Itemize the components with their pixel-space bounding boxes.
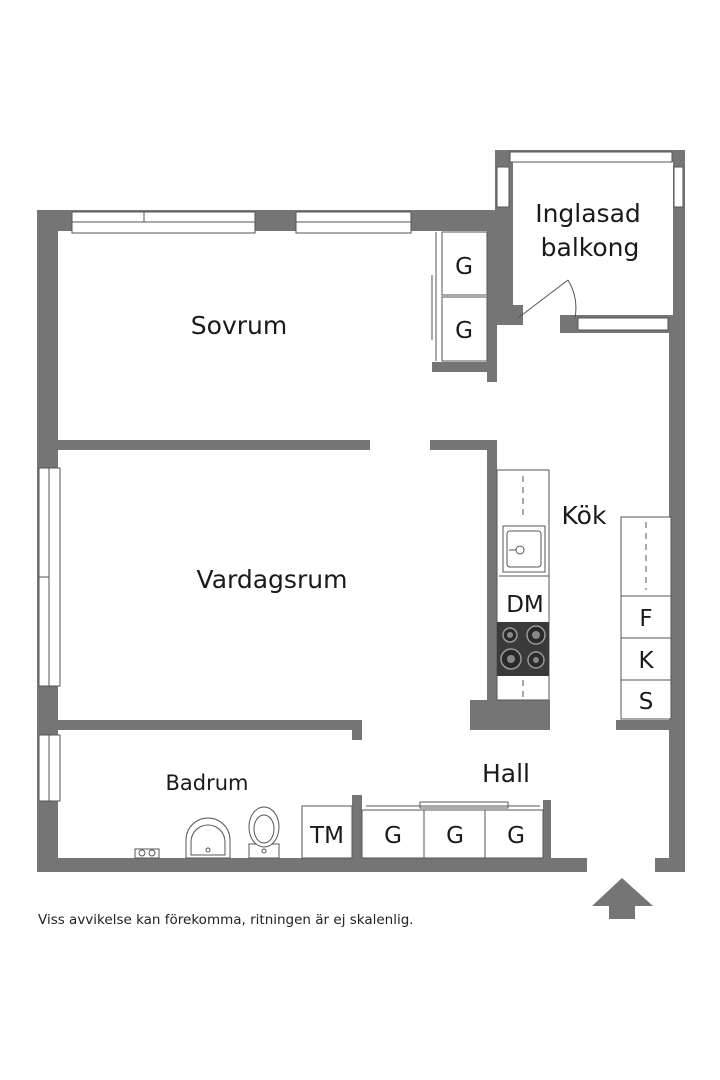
stove-cabinet-label: S xyxy=(639,689,654,715)
windows xyxy=(38,151,684,802)
balcony-door xyxy=(517,279,577,319)
kitchen-label: Kök xyxy=(562,501,607,530)
kitchen-appliances: F K S xyxy=(620,516,672,720)
washing-machine-label: TM xyxy=(309,823,344,849)
living-room-label: Vardagsrum xyxy=(197,565,348,594)
bathroom-label: Badrum xyxy=(165,771,248,795)
dishwasher-label: DM xyxy=(506,592,544,618)
kitchen-counter: DM xyxy=(496,469,550,701)
bedroom-wardrobes: G G xyxy=(431,231,488,362)
freezer-label: F xyxy=(639,606,652,632)
fridge-label: K xyxy=(638,648,654,674)
entrance-arrow-icon xyxy=(592,878,653,919)
bathroom-fixtures: TM xyxy=(134,805,353,859)
bedroom-label: Sovrum xyxy=(191,311,287,340)
toilet-icon xyxy=(248,806,280,859)
wardrobe-label: G xyxy=(446,823,464,849)
wardrobe-label: G xyxy=(455,254,473,280)
wardrobe-label: G xyxy=(384,823,402,849)
balcony-label-line1: Inglasad xyxy=(535,199,641,228)
disclaimer-text: Viss avvikelse kan förekomma, ritningen … xyxy=(38,912,414,928)
wardrobe-label: G xyxy=(507,823,525,849)
interior-walls xyxy=(58,210,671,860)
washing-machine xyxy=(301,805,353,859)
wardrobe-label: G xyxy=(455,318,473,344)
hall-label: Hall xyxy=(482,759,530,788)
sink-icon xyxy=(185,817,231,859)
balcony-label-line2: balkong xyxy=(541,233,640,262)
faucet-icon xyxy=(134,848,160,859)
hall-wardrobes: G G G xyxy=(361,801,544,859)
